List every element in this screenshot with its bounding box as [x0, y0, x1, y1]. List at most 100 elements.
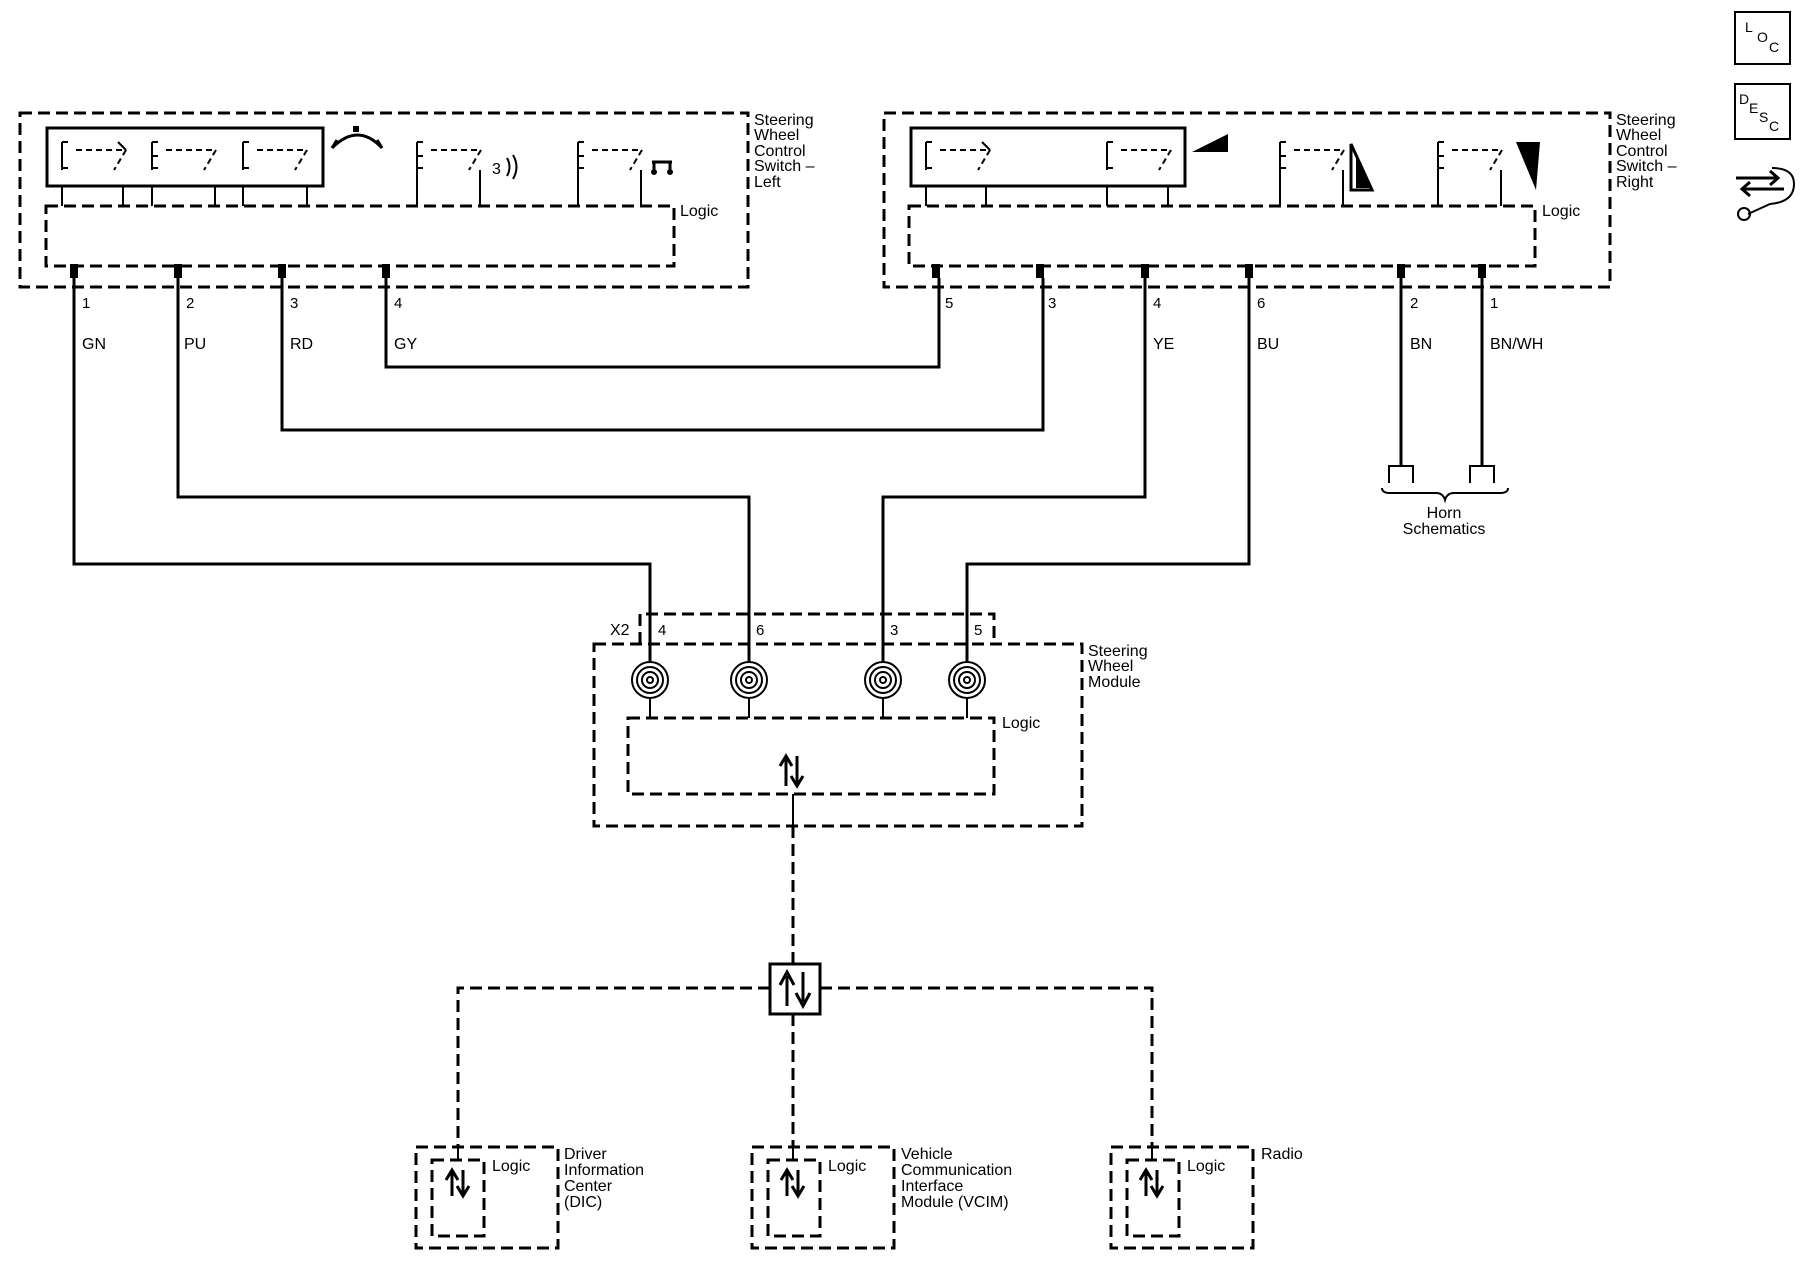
wire-gn	[72, 278, 652, 662]
cruise-switch-group	[45, 126, 325, 188]
module-radio: Logic Radio	[1109, 1145, 1303, 1250]
pin-right-4: 4	[1153, 295, 1161, 312]
x2-connector-label: X2	[610, 622, 630, 639]
wire-color-bn-wh: BN/WH	[1490, 336, 1543, 353]
svg-text:S: S	[1759, 109, 1768, 125]
swm-logic-label: Logic	[1002, 715, 1040, 732]
connector-wrench-icon[interactable]	[1736, 167, 1796, 221]
horn-label-2: Schematics	[1403, 521, 1486, 538]
seek-down-icon	[1516, 142, 1540, 190]
volume-up-icon	[1192, 134, 1228, 152]
swm-outline	[592, 642, 1084, 828]
switch-left-logic-label: Logic	[680, 203, 718, 220]
svg-text:Wheel: Wheel	[1616, 127, 1661, 144]
svg-text:L: L	[1745, 19, 1753, 35]
module-dic: Logic Driver Information Center (DIC)	[414, 1145, 644, 1250]
voice-command-icon: 3	[492, 154, 518, 180]
switch-left-outline	[18, 111, 750, 289]
svg-text:Information: Information	[564, 1162, 644, 1179]
svg-text:Driver: Driver	[564, 1146, 607, 1163]
switch-right-title: Steering Wheel Control Switch – Right	[1616, 112, 1677, 191]
swm-pin-4: 4	[658, 622, 666, 639]
svg-text:Switch –: Switch –	[754, 158, 815, 175]
wire-color-rd: RD	[290, 336, 313, 353]
pin-right-6: 6	[1257, 295, 1265, 312]
svg-text:Wheel: Wheel	[754, 127, 799, 144]
svg-text:Steering: Steering	[1616, 112, 1676, 129]
switch-right-logic-block	[907, 204, 1537, 268]
svg-text:Right: Right	[1616, 174, 1654, 191]
module-vcim: Logic Vehicle Communication Interface Mo…	[750, 1145, 1012, 1250]
desc-icon[interactable]: D E S C	[1734, 83, 1791, 140]
svg-text:O: O	[1757, 29, 1768, 45]
svg-text:(DIC): (DIC)	[564, 1194, 602, 1211]
wire-ye	[881, 278, 1147, 662]
swm-pin-6: 6	[756, 622, 764, 639]
svg-text:E: E	[1749, 100, 1758, 116]
pin-left-3: 3	[290, 295, 298, 312]
phone-end-icon	[651, 160, 673, 175]
wire-color-gn: GN	[82, 336, 106, 353]
pin-left-1: 1	[82, 295, 90, 312]
svg-text:Module: Module	[1088, 674, 1141, 691]
svg-text:Steering: Steering	[1088, 643, 1148, 660]
svg-text:Control: Control	[754, 143, 806, 160]
splice-data-arrows-icon	[778, 968, 812, 1010]
swm-pin-3: 3	[890, 622, 898, 639]
wire-pu	[176, 278, 751, 662]
switch-left-module: Logic Steering Wheel Control Switch – Le…	[18, 111, 815, 353]
swm-title: Steering Wheel Module	[1088, 643, 1148, 691]
steering-wheel-module: X2 4 6 3 5 Logic Steering Wheel Module	[592, 612, 1148, 828]
wire-color-pu: PU	[184, 336, 206, 353]
vcim-title: Vehicle Communication Interface Module (…	[901, 1146, 1012, 1211]
loc-icon[interactable]: L O C	[1734, 11, 1791, 65]
pin-left-2: 2	[186, 295, 194, 312]
x2-connector-outline	[638, 612, 996, 644]
horn-label-1: Horn	[1427, 505, 1462, 522]
switch-contact-icons-right	[925, 141, 1503, 171]
switch-left-logic-block	[44, 204, 676, 268]
vcim-logic-label: Logic	[828, 1158, 866, 1175]
svg-text:Steering: Steering	[754, 112, 814, 129]
pin-right-3: 3	[1048, 295, 1056, 312]
switch-right-outline	[882, 111, 1612, 289]
swm-data-arrows-icon	[778, 753, 805, 789]
splice-pack	[768, 962, 822, 1016]
svg-text:C: C	[1769, 118, 1779, 134]
wire-bu	[965, 278, 1251, 662]
wire-color-ye: YE	[1153, 336, 1174, 353]
switch-right-module: Logic Steering Wheel Control Switch – Ri…	[882, 111, 1677, 353]
svg-text:Wheel: Wheel	[1088, 658, 1133, 675]
dic-logic-label: Logic	[492, 1158, 530, 1175]
wire-rd	[280, 278, 1045, 432]
swm-logic-block	[626, 716, 996, 796]
switch-contact-icons	[61, 141, 643, 171]
svg-text:Interface: Interface	[901, 1178, 963, 1195]
switch-right-logic-label: Logic	[1542, 203, 1580, 220]
svg-text:Module (VCIM): Module (VCIM)	[901, 1194, 1009, 1211]
pin-left-4: 4	[394, 295, 402, 312]
radio-title: Radio	[1261, 1146, 1303, 1163]
wire-color-gy: GY	[394, 336, 417, 353]
wire-gy	[384, 278, 941, 369]
svg-text:Center: Center	[564, 1178, 613, 1195]
pin-right-1: 1	[1490, 295, 1498, 312]
pin-right-5: 5	[945, 295, 953, 312]
svg-text:3: 3	[492, 161, 501, 178]
wire-color-bu: BU	[1257, 336, 1279, 353]
clockspring-coil-icons	[631, 661, 986, 699]
swm-pin-5: 5	[974, 622, 982, 639]
seek-up-icon	[1349, 143, 1375, 192]
radio-logic-label: Logic	[1187, 1158, 1225, 1175]
svg-text:Communication: Communication	[901, 1162, 1012, 1179]
dic-title: Driver Information Center (DIC)	[564, 1146, 644, 1211]
svg-text:D: D	[1739, 91, 1749, 107]
wires	[72, 278, 1484, 662]
serial-data-bus	[456, 826, 1154, 1146]
cruise-arc-icon	[330, 126, 384, 150]
volume-switch-group	[909, 126, 1187, 188]
wire-color-bn: BN	[1410, 336, 1432, 353]
svg-text:C: C	[1769, 39, 1779, 55]
svg-text:Left: Left	[754, 174, 781, 191]
